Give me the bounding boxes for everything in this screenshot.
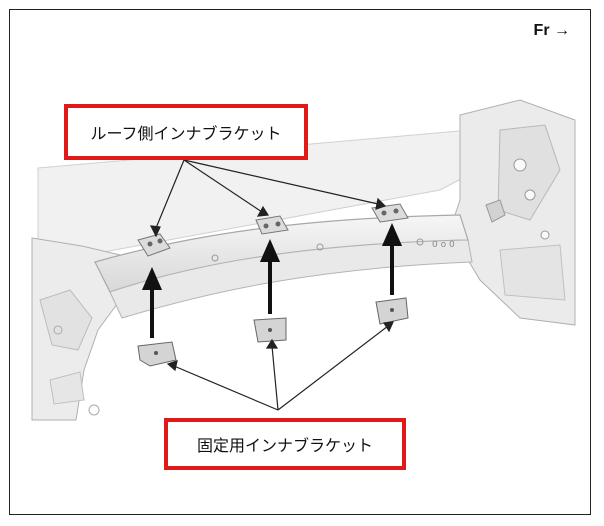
front-direction-label: Fr → xyxy=(533,22,570,39)
roof-side-bracket-2 xyxy=(255,215,289,235)
top-leader-lines xyxy=(149,159,387,238)
roof-side-bracket-3 xyxy=(371,203,409,223)
assembly-arrows xyxy=(141,223,403,338)
svg-text:0 o 0: 0 o 0 xyxy=(432,240,455,250)
bottom-leader-lines xyxy=(166,321,394,411)
fixing-inner-bracket-callout: 固定用インナブラケット xyxy=(164,418,406,470)
roof-side-inner-bracket-callout: ルーフ側インナブラケット xyxy=(64,104,308,160)
